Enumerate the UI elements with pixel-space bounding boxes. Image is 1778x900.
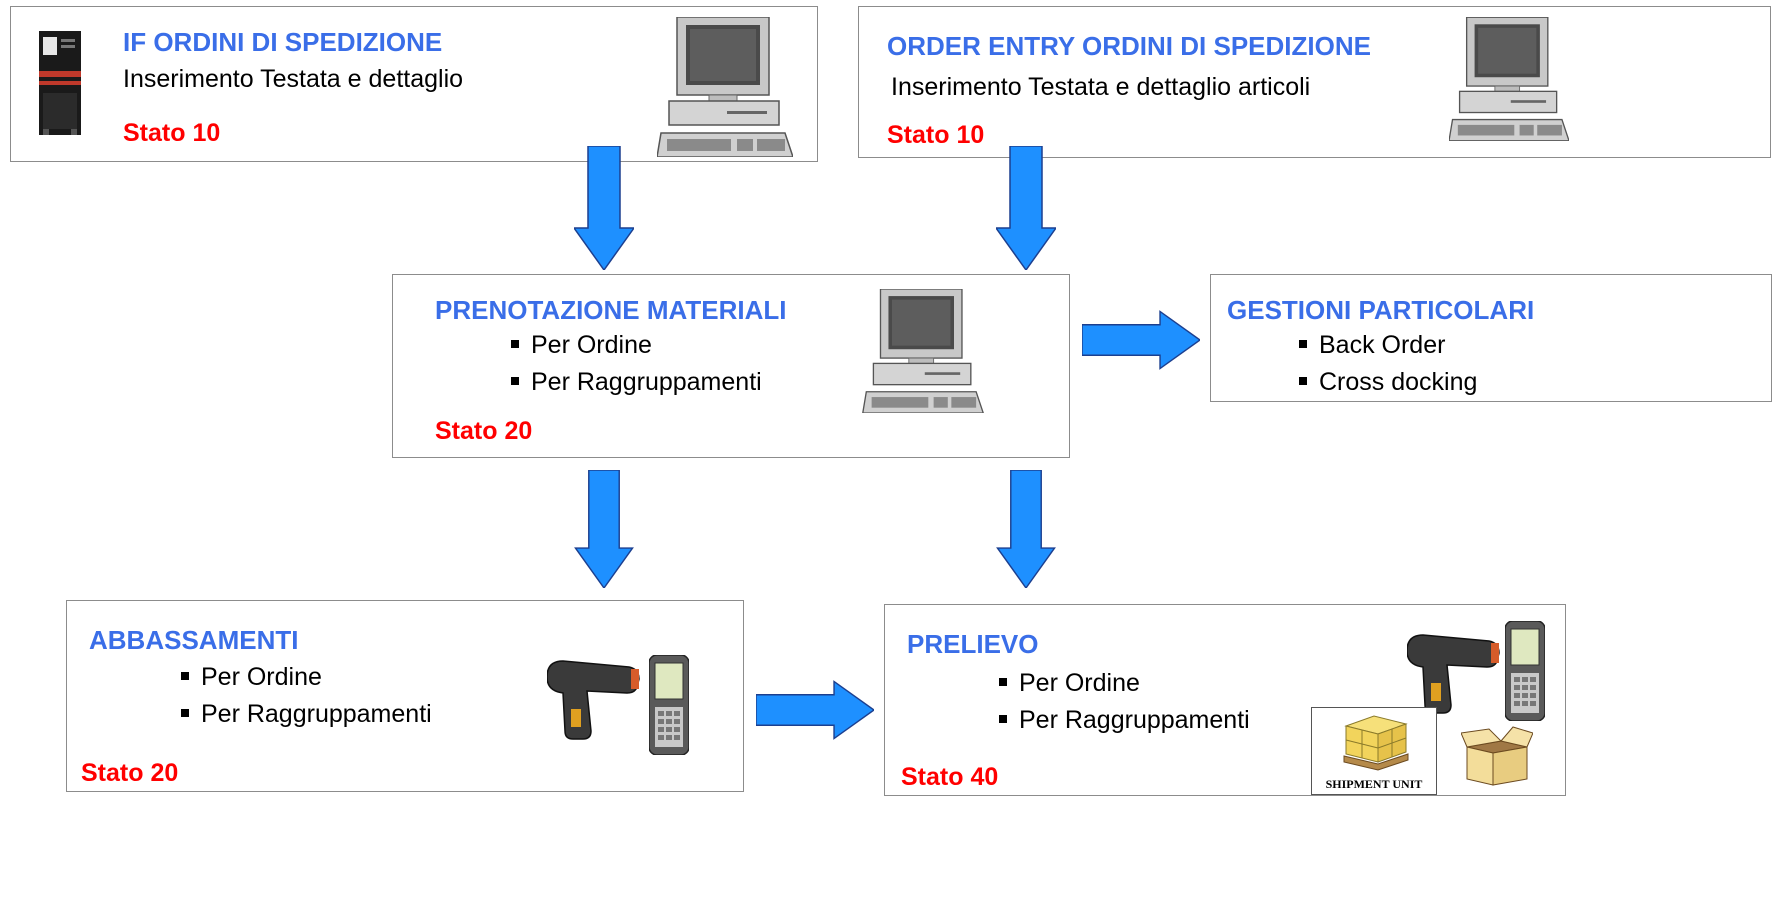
handheld-terminal-icon [649, 655, 689, 755]
box-title: IF ORDINI DI SPEDIZIONE [123, 27, 443, 57]
computer-icon [1449, 17, 1569, 141]
arrow-down-icon [574, 470, 634, 588]
list-item: Back Order [1299, 327, 1477, 364]
box-description: Inserimento Testata e dettaglio [123, 65, 464, 93]
barcode-scanner-icon [1407, 634, 1500, 714]
bullet-list: Back Order Cross docking [1299, 327, 1477, 401]
list-item: Per Ordine [181, 659, 432, 696]
arrow-down-icon [996, 470, 1056, 588]
shipment-unit: SHIPMENT UNIT [1311, 707, 1437, 795]
list-item: Cross docking [1299, 364, 1477, 401]
bullet-list: Per Ordine Per Raggruppamenti [511, 327, 762, 401]
pallet-icon [1343, 715, 1409, 771]
status-label: Stato 10 [123, 119, 221, 147]
barcode-scanner-icon [547, 660, 640, 740]
list-item: Per Ordine [511, 327, 762, 364]
shipment-unit-label: SHIPMENT UNIT [1325, 777, 1423, 791]
list-item: Per Raggruppamenti [999, 702, 1250, 739]
arrow-right-icon [756, 680, 874, 740]
if-ordini-box: IF ORDINI DI SPEDIZIONE Inserimento Test… [10, 6, 818, 162]
list-item: Per Raggruppamenti [511, 364, 762, 401]
bullet-list: Per Ordine Per Raggruppamenti [181, 659, 432, 733]
status-label: Stato 20 [81, 759, 179, 787]
computer-icon [862, 289, 984, 413]
order-entry-box: ORDER ENTRY ORDINI DI SPEDIZIONE Inserim… [858, 6, 1771, 158]
status-label: Stato 40 [901, 763, 999, 791]
computer-icon [657, 17, 793, 157]
box-icon [1461, 726, 1533, 786]
handheld-terminal-icon [1505, 621, 1545, 721]
box-title: PRENOTAZIONE MATERIALI [435, 295, 787, 325]
status-label: Stato 20 [435, 417, 533, 445]
list-item: Per Raggruppamenti [181, 696, 432, 733]
box-title: ABBASSAMENTI [89, 625, 299, 655]
arrow-down-icon [996, 146, 1056, 270]
arrow-right-icon [1082, 310, 1200, 370]
abbassamenti-box: ABBASSAMENTI Per Ordine Per Raggruppamen… [66, 600, 744, 792]
prenotazione-box: PRENOTAZIONE MATERIALI Per Ordine Per Ra… [392, 274, 1070, 458]
list-item: Per Ordine [999, 665, 1250, 702]
bullet-list: Per Ordine Per Raggruppamenti [999, 665, 1250, 739]
status-label: Stato 10 [887, 121, 985, 149]
arrow-down-icon [574, 146, 634, 270]
server-icon [39, 31, 81, 135]
gestioni-box: GESTIONI PARTICOLARI Back Order Cross do… [1210, 274, 1772, 402]
prelievo-box: PRELIEVO Per Ordine Per Raggruppamenti S… [884, 604, 1566, 796]
box-title: PRELIEVO [907, 629, 1039, 659]
box-title: ORDER ENTRY ORDINI DI SPEDIZIONE [887, 31, 1371, 61]
box-description: Inserimento Testata e dettaglio articoli [891, 73, 1311, 101]
box-title: GESTIONI PARTICOLARI [1227, 295, 1535, 325]
